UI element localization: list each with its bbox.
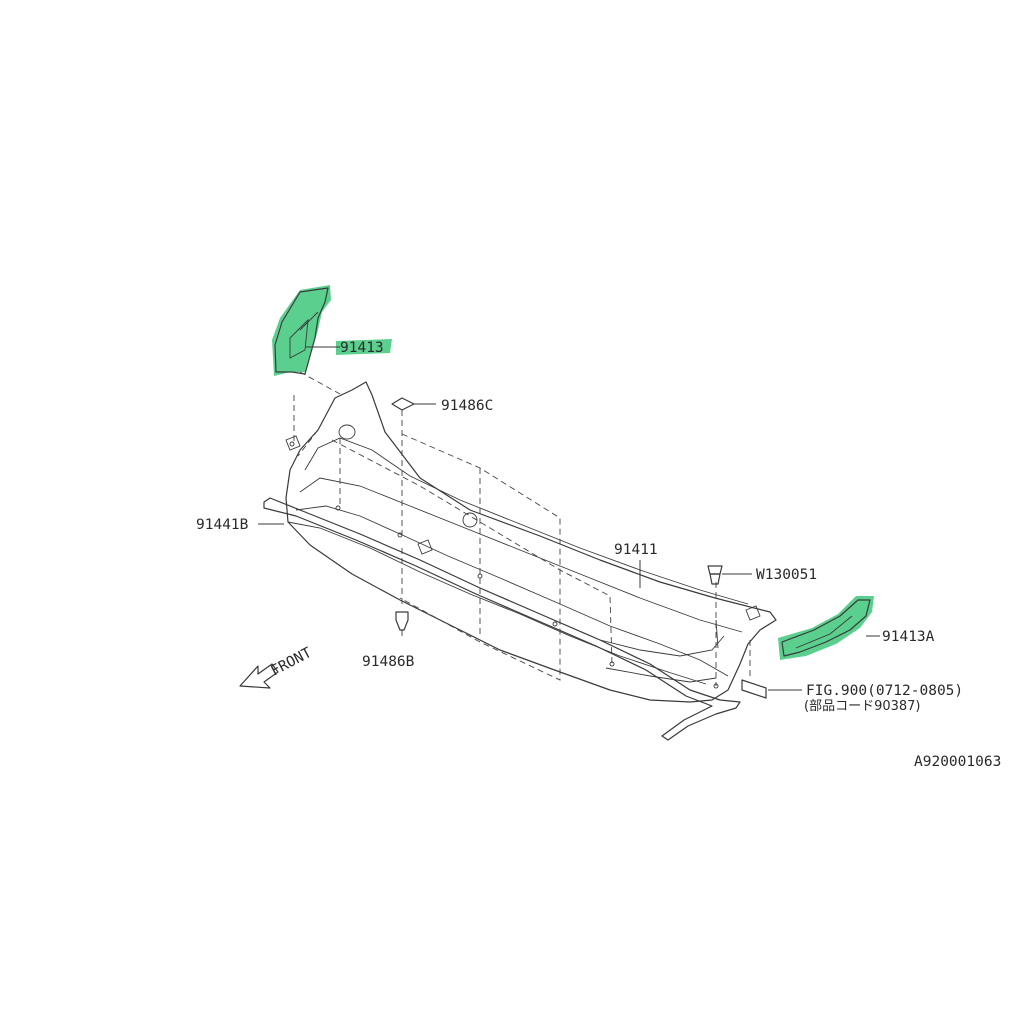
part-w130051-shape	[707, 565, 752, 585]
label-91413a: 91413A	[882, 629, 935, 645]
part-91486c-shape	[391, 397, 436, 411]
label-91413: 91413	[340, 340, 384, 356]
highlight-label-91413	[336, 339, 392, 355]
fig900-part-shape	[741, 679, 802, 699]
label-91486c: 91486C	[441, 398, 493, 414]
label-91441b: 91441B	[196, 517, 249, 533]
label-fig-code: (部品コード90387)	[804, 699, 921, 714]
label-91411: 91411	[614, 542, 658, 558]
assembly-lines	[293, 371, 751, 686]
front-arrow-icon	[239, 663, 279, 689]
label-91486b: 91486B	[362, 654, 415, 670]
part-91486b-shape	[395, 611, 409, 636]
highlight-91413	[272, 285, 331, 376]
label-front: FRONT	[268, 645, 314, 680]
label-w130051: W130051	[756, 567, 817, 583]
label-fig-ref: FIG.900(0712-0805)	[806, 683, 963, 699]
highlight-91413a	[778, 596, 874, 660]
part-91413a-shape	[781, 599, 880, 657]
part-91441b-shape	[258, 497, 741, 741]
part-91413-shape	[274, 287, 340, 375]
diagram-id: A920001063	[914, 754, 1001, 770]
